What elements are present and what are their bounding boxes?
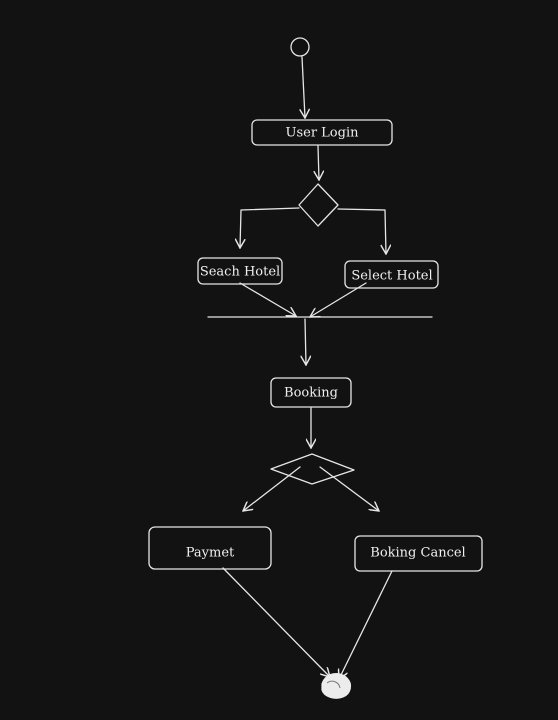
node-search-hotel: Seach Hotel	[197, 257, 283, 285]
node-payment: Paymet	[148, 526, 272, 570]
edge-cancel-end	[339, 570, 393, 679]
decision-diamond-2	[270, 453, 355, 485]
edge-payment-end	[222, 567, 330, 677]
node-booking: Booking	[270, 377, 352, 408]
edge-start-login	[302, 56, 305, 118]
node-user-login-label: User Login	[286, 126, 360, 141]
edge-select-join	[310, 282, 367, 317]
edge-decision-cancel	[319, 466, 379, 511]
node-payment-label: Paymet	[186, 546, 235, 561]
decision-diamond-1	[298, 183, 339, 227]
edge-login-decision	[318, 145, 319, 180]
end-node-icon	[321, 673, 352, 699]
node-select-hotel-label: Select Hotel	[351, 269, 432, 284]
edge-join-booking	[305, 318, 306, 365]
start-node-icon	[290, 37, 310, 57]
edge-decision-payment	[243, 466, 301, 511]
node-select-hotel: Select Hotel	[344, 260, 439, 289]
node-booking-label: Booking	[284, 386, 338, 401]
edge-decision-search	[240, 207, 300, 248]
node-booking-cancel: Boking Cancel	[354, 535, 483, 572]
node-search-hotel-label: Seach Hotel	[200, 265, 280, 280]
node-user-login: User Login	[251, 119, 393, 146]
edge-decision-select	[337, 208, 386, 254]
edge-search-join	[239, 282, 296, 316]
node-booking-cancel-label: Boking Cancel	[370, 546, 465, 561]
